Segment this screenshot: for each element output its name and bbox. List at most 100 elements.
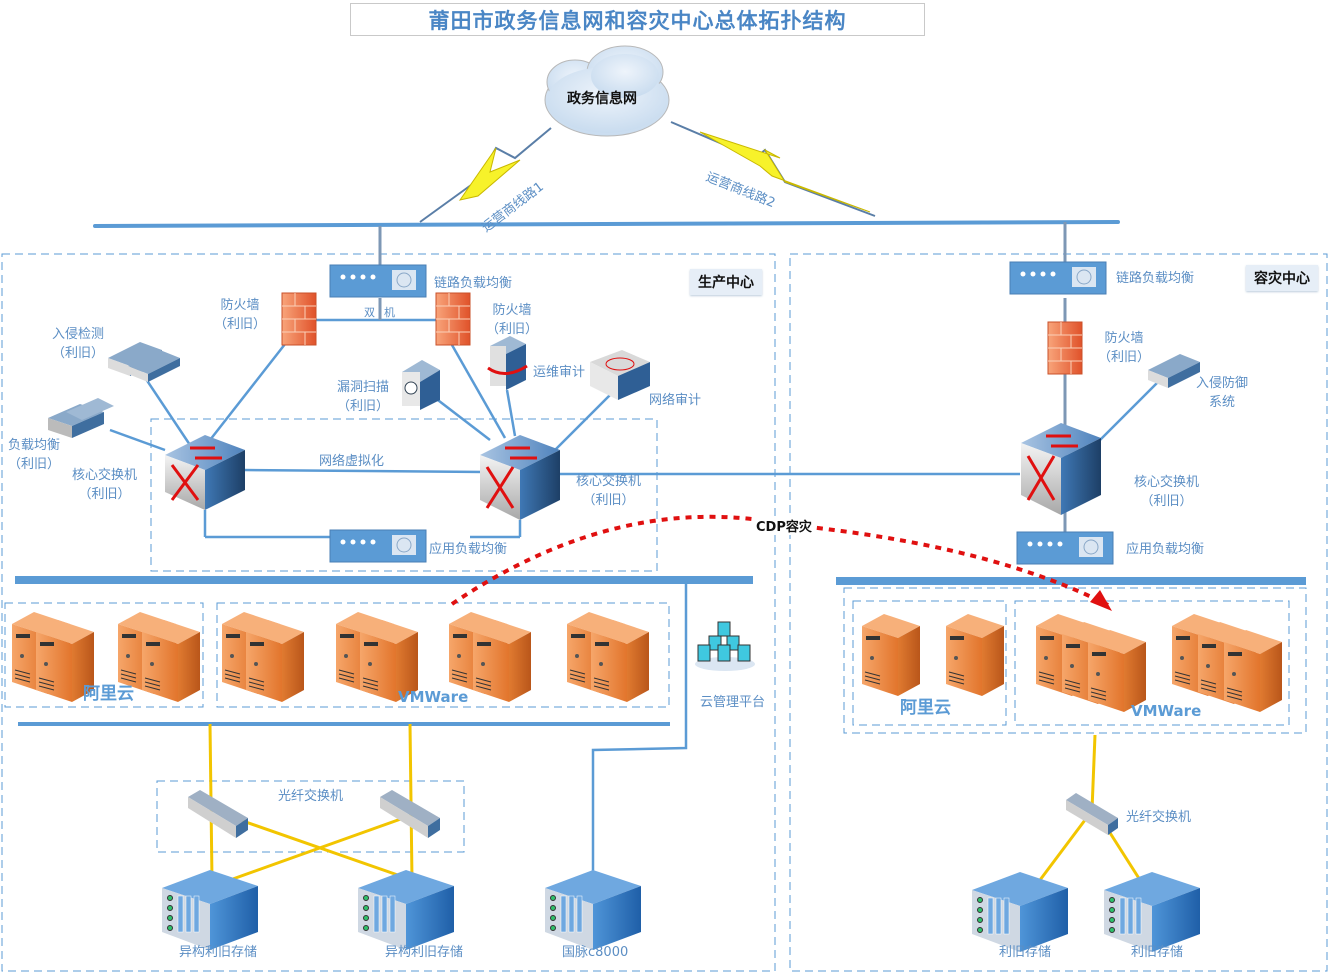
- cloud-label: 政务信息网: [567, 91, 637, 107]
- prod-links: [109, 318, 1020, 539]
- ids-name: 入侵检测: [52, 327, 105, 342]
- server-icon: [591, 620, 649, 702]
- load-balance-name: 负载均衡: [8, 438, 61, 453]
- server-icon: [862, 614, 920, 696]
- firewall-icon: [1047, 321, 1083, 375]
- ids-device-icon: [108, 342, 180, 382]
- firewall-right-note: （利旧）: [486, 322, 539, 337]
- arrow-head-icon: [1090, 590, 1112, 611]
- core-right-name: 核心交换机: [576, 474, 642, 489]
- ids-note: （利旧）: [52, 346, 105, 361]
- server-icon: [360, 620, 418, 702]
- dr-vmware-box: [1014, 600, 1290, 726]
- dr-app-lb-label: 应用负载均衡: [1126, 542, 1205, 557]
- firewall-left-label: 防火墙 （利旧）: [214, 296, 266, 334]
- core-switch-icon: [480, 435, 560, 520]
- core-group-box: [150, 418, 658, 572]
- cloud-icon: [544, 45, 670, 137]
- storage-array-icon: [1104, 872, 1200, 952]
- storage-array-icon: [972, 872, 1068, 952]
- wan-bus: [93, 220, 1120, 228]
- ids-label: 入侵检测 （利旧）: [52, 325, 104, 363]
- link-lb-device-icon: [329, 264, 427, 298]
- c8000-link: [591, 580, 688, 880]
- storage-label-1: 异构利旧存储: [179, 945, 258, 960]
- server-icon: [946, 614, 1004, 696]
- link-lb-label: 链路负载均衡: [434, 276, 513, 291]
- dr-server-box: [843, 587, 1307, 734]
- storage-label-3: 国脉c8000: [562, 945, 629, 960]
- dr-core-switch-icon: [1021, 423, 1101, 515]
- net-audit-label: 网络审计: [649, 393, 702, 408]
- net-audit-device-icon: [590, 350, 650, 400]
- ips-name: 入侵防御: [1196, 376, 1249, 391]
- dr-aliyun-box: [852, 600, 1007, 726]
- server-icon: [36, 620, 94, 702]
- load-balance-label: 负载均衡（利旧）: [8, 436, 60, 474]
- ops-audit-device-icon: [487, 336, 528, 390]
- production-zone-title: 生产中心: [690, 269, 762, 295]
- dr-app-lb-device-icon: [1016, 531, 1114, 565]
- app-lb-label: 应用负载均衡: [429, 542, 508, 557]
- vuln-scan-name: 漏洞扫描: [337, 380, 390, 395]
- dr-aliyun-label: 阿里云: [900, 698, 951, 718]
- server-icon: [473, 620, 531, 702]
- storage-array-icon: [545, 870, 641, 950]
- core-left-name: 核心交换机: [72, 468, 138, 483]
- dual-label-1: 双: [364, 306, 375, 319]
- server-icon: [1224, 630, 1282, 712]
- dr-fiber-switch-icon: [1066, 793, 1118, 835]
- fiber-switch-label: 光纤交换机: [278, 789, 344, 804]
- ops-audit-label: 运维审计: [533, 365, 586, 380]
- storage-array-icon: [358, 870, 454, 950]
- disaster-zone-title: 容灾中心: [1246, 265, 1318, 291]
- dr-vmware-label: VMWare: [1131, 702, 1202, 720]
- dr-ips-link: [1099, 379, 1161, 441]
- ips-label: 入侵防御系统: [1196, 374, 1248, 412]
- server-icon: [246, 620, 304, 702]
- aliyun-box: [4, 602, 204, 708]
- dr-storage-label-2: 利旧存储: [1131, 945, 1184, 960]
- ips-device-icon: [1148, 354, 1200, 388]
- app-lb-device-icon: [329, 529, 427, 563]
- dr-core-label: 核心交换机 （利旧）: [1134, 473, 1199, 511]
- dual-label-2: 机: [384, 306, 395, 319]
- lightning-icon: [458, 147, 521, 201]
- vuln-scanner-icon: [402, 360, 440, 410]
- dr-firewall-label: 防火墙 （利旧）: [1098, 329, 1150, 367]
- core-right-note: （利旧）: [582, 493, 635, 508]
- ips-note: 系统: [1209, 395, 1236, 410]
- cdp-label: CDP容灾: [755, 516, 813, 535]
- dr-link-lb-label: 链路负载均衡: [1116, 271, 1195, 286]
- dr-storage-label-1: 利旧存储: [999, 945, 1052, 960]
- firewall-left-note: （利旧）: [214, 317, 267, 332]
- dr-core-note: （利旧）: [1140, 494, 1193, 509]
- lightning-icon: [699, 131, 871, 213]
- fiber-switch-icon: [188, 790, 248, 838]
- dr-firewall-name: 防火墙: [1104, 331, 1144, 346]
- storage-label-2: 异构利旧存储: [385, 945, 464, 960]
- cloud-mgmt-label: 云管理平台: [700, 695, 766, 710]
- server-icon: [1088, 630, 1146, 712]
- server-icon: [142, 620, 200, 702]
- aliyun-label: 阿里云: [83, 684, 134, 704]
- firewall-right-label: 防火墙 （利旧）: [486, 301, 538, 339]
- core-switch-icon: [165, 435, 245, 510]
- core-right-label: 核心交换机 （利旧）: [576, 472, 641, 510]
- dr-core-name: 核心交换机: [1134, 475, 1200, 490]
- fiber-switch-icon: [380, 790, 440, 838]
- net-virt-label: 网络虚拟化: [319, 454, 385, 469]
- dr-fiber-switch-label: 光纤交换机: [1126, 810, 1192, 825]
- dr-firewall-note: （利旧）: [1098, 350, 1151, 365]
- firewall-right-name: 防火墙: [492, 303, 532, 318]
- vmware-box: [216, 602, 670, 708]
- dr-link-lb-device-icon: [1009, 261, 1107, 295]
- firewall-icon: [281, 292, 317, 346]
- core-left-label: 核心交换机 （利旧）: [72, 466, 137, 504]
- cloud-management-icon: [695, 621, 755, 671]
- production-zone: [1, 253, 776, 972]
- firewall-left-name: 防火墙: [220, 298, 260, 313]
- core-left-note: （利旧）: [78, 487, 131, 502]
- vmware-label: VMWare: [398, 688, 469, 706]
